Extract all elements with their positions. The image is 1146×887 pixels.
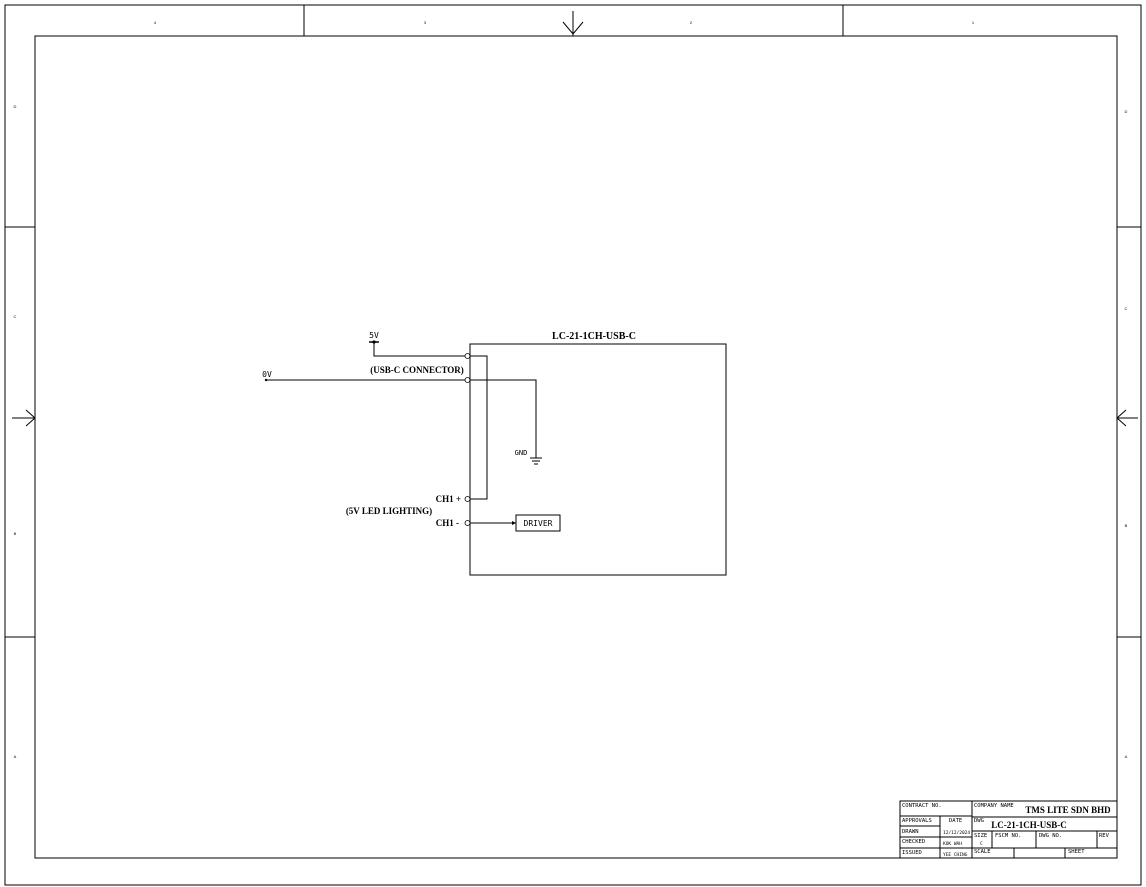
- tb-fscm-no: FSCM NO.: [995, 833, 1022, 839]
- ch1-plus-label: CH1 +: [436, 494, 461, 504]
- zone-label-left-c: C: [14, 314, 17, 319]
- driver-label: DRIVER: [524, 519, 553, 528]
- title-block: CONTRACT NO. COMPANY NAME APPROVALS DATE…: [899, 800, 1118, 859]
- tb-checked: CHECKED: [902, 839, 925, 845]
- ground-symbol: [530, 457, 542, 465]
- tb-approvals: APPROVALS: [902, 818, 932, 824]
- tb-issued: ISSUED: [902, 850, 922, 856]
- tb-rev: REV: [1099, 833, 1110, 839]
- wire-0v-internal: [470, 379, 537, 458]
- zone-label-top-2: 2: [690, 20, 693, 25]
- tb-date-label: DATE: [949, 818, 962, 824]
- zone-label-right-a: A: [1125, 754, 1128, 759]
- tb-size-label: SIZE: [974, 833, 987, 839]
- pin-ch1-plus[interactable]: [464, 496, 471, 502]
- zone-label-left-d: D: [14, 104, 17, 109]
- tb-drawn-date: 12/12/2024: [943, 830, 970, 836]
- driver-box[interactable]: [515, 514, 561, 532]
- tb-drawn: DRAWN: [902, 829, 919, 835]
- outer-border: [4, 4, 1142, 886]
- schematic: LC-21-1CH-USB-C 5V 0V (USB-C CONNECTOR) …: [262, 331, 727, 576]
- tb-company-name: TMS LITE SDN BHD: [1025, 805, 1111, 815]
- zone-label-left-b: B: [14, 531, 17, 536]
- pin-5v[interactable]: [464, 353, 471, 359]
- tb-company-name-label: COMPANY NAME: [974, 803, 1014, 809]
- tb-contract-no: CONTRACT NO.: [902, 803, 942, 809]
- zone-dividers: [5, 5, 1141, 638]
- zero-label: 0V: [262, 370, 272, 379]
- tb-issued-by: YEE CHING: [943, 852, 968, 858]
- connector-label: (USB-C CONNECTOR): [370, 365, 464, 375]
- inner-border: [34, 35, 1118, 859]
- driver-arrow: [512, 521, 516, 525]
- zone-label-right-c: C: [1125, 306, 1128, 311]
- block-title: LC-21-1CH-USB-C: [552, 331, 636, 342]
- tb-scale: SCALE: [974, 849, 991, 855]
- tb-dwg-label: DWG: [974, 818, 984, 824]
- zone-label-left-a: A: [14, 754, 17, 759]
- pin-ch1-minus[interactable]: [464, 520, 471, 526]
- tb-size-value: C: [980, 841, 983, 847]
- ch1-minus-label: CH1 -: [436, 518, 459, 528]
- lighting-label: (5V LED LIGHTING): [346, 506, 432, 516]
- controller-block[interactable]: [469, 343, 727, 576]
- zone-label-right-b: B: [1125, 523, 1128, 528]
- tb-checked-by: KOK WAH: [943, 841, 962, 847]
- gnd-label: GND: [515, 449, 528, 457]
- power-label: 5V: [369, 331, 379, 340]
- wire-5v: [373, 342, 467, 357]
- zone-label-top-3: 3: [424, 20, 427, 25]
- pin-0v[interactable]: [464, 377, 471, 383]
- zone-label-top-1: 1: [972, 20, 975, 25]
- centering-arrows: [12, 11, 1138, 427]
- wire-5v-internal: [470, 355, 488, 500]
- tb-dwg-no: DWG NO.: [1039, 833, 1062, 839]
- tb-sheet: SHEET: [1068, 849, 1085, 855]
- zone-label-right-d: D: [1125, 109, 1128, 114]
- zone-label-top-4: 4: [154, 20, 157, 25]
- tb-dwg-name: LC-21-1CH-USB-C: [991, 820, 1067, 830]
